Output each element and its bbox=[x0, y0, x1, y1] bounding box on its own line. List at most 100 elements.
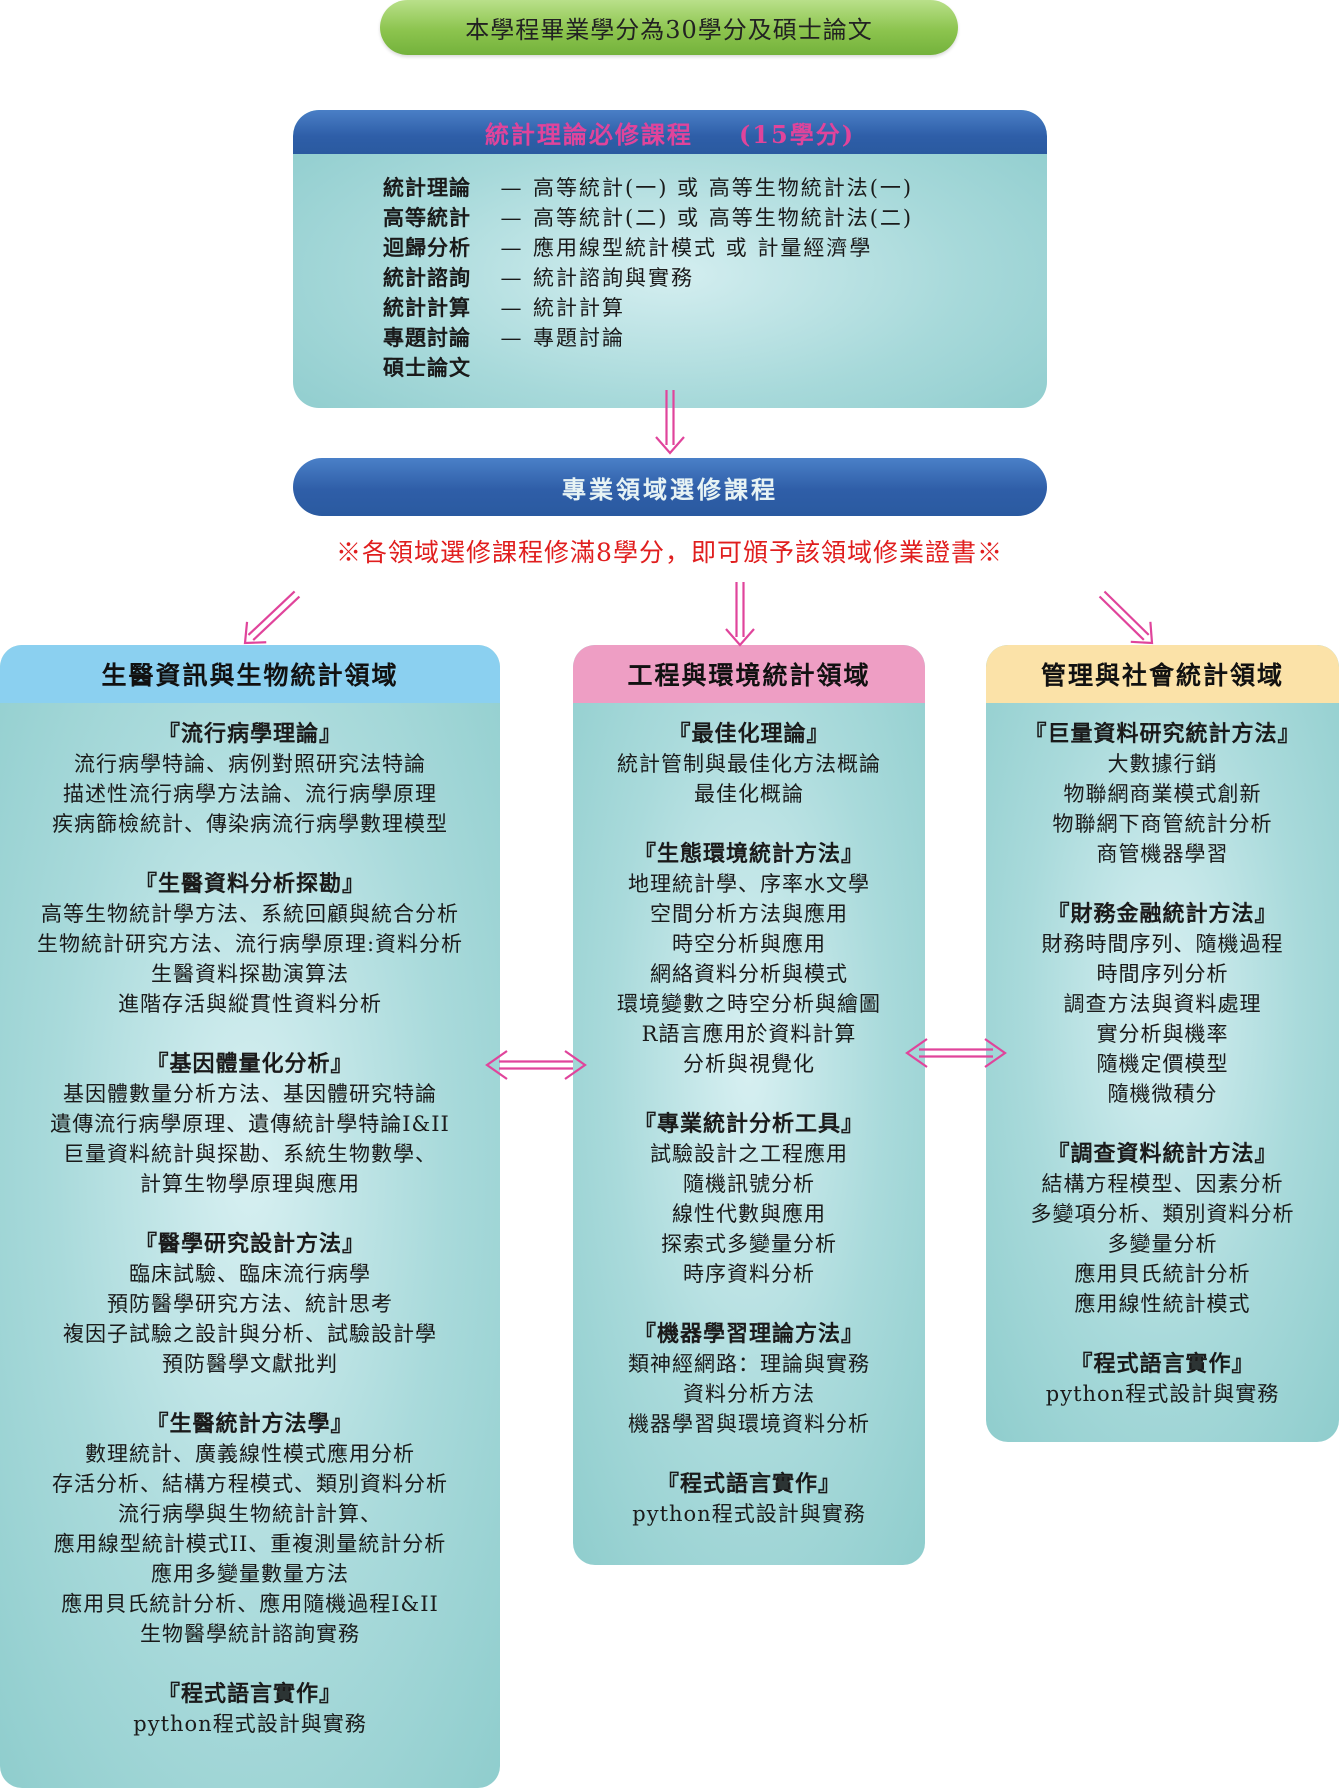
required-course-label: 高等統計 bbox=[383, 205, 471, 230]
required-course-dash: — bbox=[500, 206, 522, 230]
course-group: 『生醫統計方法學』數理統計、廣義線性模式應用分析存活分析、結構方程模式、類別資料… bbox=[0, 1409, 500, 1649]
course-item: 應用線性統計模式 bbox=[1074, 1292, 1251, 1316]
course-group-title: 『調查資料統計方法』 bbox=[1047, 1141, 1278, 1167]
course-group: 『生態環境統計方法』地理統計學、序率水文學空間分析方法與應用時空分析與應用網絡資… bbox=[573, 839, 925, 1079]
required-course-dash: — bbox=[500, 326, 522, 350]
course-item: 多變項分析、類別資料分析 bbox=[1030, 1202, 1295, 1226]
course-item: 網絡資料分析與模式 bbox=[650, 962, 848, 986]
down-arrow-engineering-head bbox=[725, 628, 755, 647]
domain-column-management: 管理與社會統計領域 『巨量資料研究統計方法』大數據行銷物聯網商業模式創新物聯網下… bbox=[986, 645, 1339, 1442]
course-group-title: 『生醫資料分析探勘』 bbox=[134, 871, 365, 897]
required-course-dash: — bbox=[500, 236, 522, 260]
arrow-to-management-shaft bbox=[1098, 595, 1145, 641]
domain-sections: 『最佳化理論』統計管制與最佳化方法概論最佳化概論『生態環境統計方法』地理統計學、… bbox=[573, 703, 925, 1529]
course-group-title: 『機器學習理論方法』 bbox=[633, 1321, 864, 1347]
course-group: 『機器學習理論方法』類神經網路：理論與實務資料分析方法機器學習與環境資料分析 bbox=[573, 1319, 925, 1439]
required-course-row: 統計諮詢—統計諮詢與實務 bbox=[383, 263, 913, 293]
course-item: 資料分析方法 bbox=[683, 1382, 815, 1406]
course-item: 生物統計研究方法、流行病學原理:資料分析 bbox=[36, 932, 464, 956]
course-item: 商管機器學習 bbox=[1096, 842, 1229, 866]
course-item: 基因體數量分析方法、基因體研究特論 bbox=[63, 1082, 437, 1106]
course-item: 疾病篩檢統計、傳染病流行病學數理模型 bbox=[52, 812, 448, 836]
course-item: 探索式多變量分析 bbox=[661, 1232, 837, 1256]
domain-header: 管理與社會統計領域 bbox=[986, 645, 1339, 703]
required-course-label: 統計諮詢 bbox=[383, 265, 471, 290]
domain-header: 生醫資訊與生物統計領域 bbox=[0, 645, 500, 703]
course-item: 實分析與機率 bbox=[1096, 1022, 1229, 1046]
course-item: 隨機微積分 bbox=[1107, 1082, 1218, 1106]
course-item: 生醫資料探勘演算法 bbox=[151, 962, 349, 986]
required-course-row: 迴歸分析 — 應用線型統計模式 或 計量經濟學 bbox=[383, 233, 913, 263]
course-group-title: 『流行病學理論』 bbox=[157, 721, 342, 747]
course-item: 流行病學與生物統計計算、 bbox=[118, 1502, 382, 1526]
course-item: python程式設計與實務 bbox=[1045, 1382, 1280, 1406]
course-item: 遺傳流行病學原理、遺傳統計學特論I&II bbox=[50, 1112, 450, 1136]
course-group: 『基因體量化分析』基因體數量分析方法、基因體研究特論遺傳流行病學原理、遺傳統計學… bbox=[0, 1049, 500, 1199]
course-item: 進階存活與縱貫性資料分析 bbox=[118, 992, 382, 1016]
domain-column-biomedical: 生醫資訊與生物統計領域 『流行病學理論』流行病學特論、病例對照研究法特論描述性流… bbox=[0, 645, 500, 1788]
course-group: 『巨量資料研究統計方法』大數據行銷物聯網商業模式創新物聯網下商管統計分析商管機器… bbox=[986, 719, 1339, 869]
required-course-value: 應用線型統計模式 或 計量經濟學 bbox=[533, 236, 873, 260]
course-item: 大數據行銷 bbox=[1107, 752, 1218, 776]
required-course-value: 統計計算 bbox=[533, 296, 625, 320]
course-group-title: 『醫學研究設計方法』 bbox=[134, 1231, 365, 1257]
course-item: 類神經網路：理論與實務 bbox=[628, 1352, 870, 1376]
course-group-title: 『財務金融統計方法』 bbox=[1047, 901, 1278, 927]
course-item: 隨機定價模型 bbox=[1096, 1052, 1229, 1076]
required-course-value: 高等統計(二) 或 高等生物統計法(二) bbox=[533, 206, 914, 230]
course-item: 生物醫學統計諮詢實務 bbox=[140, 1622, 360, 1646]
course-group: 『程式語言實作』python程式設計與實務 bbox=[573, 1469, 925, 1529]
course-group: 『醫學研究設計方法』臨床試驗、臨床流行病學預防醫學研究方法、統計思考複因子試驗之… bbox=[0, 1229, 500, 1379]
course-item: 預防醫學研究方法、統計思考 bbox=[107, 1292, 393, 1316]
course-item: 計算生物學原理與應用 bbox=[140, 1172, 360, 1196]
course-item: 物聯網商業模式創新 bbox=[1063, 782, 1262, 806]
course-group-title: 『生態環境統計方法』 bbox=[633, 841, 864, 867]
required-course-label: 統計計算 bbox=[383, 295, 471, 320]
arrow-to-management-head bbox=[1130, 621, 1154, 645]
course-group: 『流行病學理論』流行病學特論、病例對照研究法特論描述性流行病學方法論、流行病學原… bbox=[0, 719, 500, 839]
course-item: 多變量分析 bbox=[1107, 1232, 1218, 1256]
required-course-row: 專題討論 — 專題討論 bbox=[383, 323, 913, 353]
graduation-requirement-text: 本學程畢業學分為30學分及碩士論文 bbox=[465, 16, 873, 44]
course-item: 巨量資料統計與探勘、系統生物數學、 bbox=[63, 1142, 437, 1166]
arrow-to-biomedical-shaft bbox=[247, 590, 296, 636]
course-group-title: 『最佳化理論』 bbox=[668, 721, 830, 747]
course-group: 『程式語言實作』 python程式設計與實務 bbox=[986, 1349, 1339, 1409]
course-item: python程式設計與實務 bbox=[133, 1712, 367, 1736]
course-item: 應用貝氏統計分析、應用隨機過程I&II bbox=[61, 1592, 439, 1616]
course-item: 最佳化概論 bbox=[694, 782, 804, 806]
course-group: 『程式語言實作』python程式設計與實務 bbox=[0, 1679, 500, 1739]
required-courses-header: 統計理論必修課程 (15學分) bbox=[293, 110, 1047, 154]
course-item: 隨機訊號分析 bbox=[683, 1172, 815, 1196]
course-item: 應用貝氏統計分析 bbox=[1074, 1262, 1251, 1286]
course-group-title: 『基因體量化分析』 bbox=[146, 1051, 354, 1077]
course-group: 『生醫資料分析探勘』高等生物統計學方法、系統回顧與統合分析生物統計研究方法、流行… bbox=[0, 869, 500, 1019]
required-courses-box: 統計理論必修課程 (15學分) 統計理論—高等統計(一) 或 高等生物統計法(一… bbox=[293, 110, 1047, 408]
required-course-label: 迴歸分析 bbox=[383, 235, 471, 260]
course-item: 空間分析方法與應用 bbox=[650, 902, 848, 926]
course-item: 調查方法與資料處理 bbox=[1063, 992, 1262, 1016]
elective-courses-title: 專業領域選修課程 bbox=[562, 474, 778, 504]
course-item: python程式設計與實務 bbox=[632, 1502, 866, 1526]
course-group: 『最佳化理論』統計管制與最佳化方法概論最佳化概論 bbox=[573, 719, 925, 809]
course-item: 時空分析與應用 bbox=[672, 932, 826, 956]
domain-header: 工程與環境統計領域 bbox=[573, 645, 925, 703]
required-course-label: 專題討論 bbox=[383, 325, 471, 350]
required-courses-title: 統計理論必修課程 bbox=[484, 119, 693, 149]
domain-sections: 『流行病學理論』流行病學特論、病例對照研究法特論描述性流行病學方法論、流行病學原… bbox=[0, 703, 500, 1739]
course-item: 時序資料分析 bbox=[683, 1262, 815, 1286]
graduation-requirement-banner: 本學程畢業學分為30學分及碩士論文 bbox=[380, 0, 958, 55]
course-group-title: 『專業統計分析工具』 bbox=[633, 1111, 864, 1137]
course-item: 流行病學特論、病例對照研究法特論 bbox=[74, 752, 426, 776]
course-item: 複因子試驗之設計與分析、試驗設計學 bbox=[63, 1322, 437, 1346]
course-item: 預防醫學文獻批判 bbox=[162, 1352, 338, 1376]
course-item: 高等生物統計學方法、系統回顧與統合分析 bbox=[41, 902, 459, 926]
required-course-label: 碩士論文 bbox=[383, 355, 471, 380]
course-item: 臨床試驗、臨床流行病學 bbox=[129, 1262, 371, 1286]
required-course-value: 專題討論 bbox=[533, 326, 625, 350]
required-course-dash: — bbox=[500, 266, 522, 290]
course-group-title: 『程式語言實作』 bbox=[1070, 1351, 1255, 1377]
course-item: 試驗設計之工程應用 bbox=[650, 1142, 848, 1166]
required-course-dash: — bbox=[500, 176, 522, 200]
required-course-row: 統計理論—高等統計(一) 或 高等生物統計法(一) bbox=[383, 173, 913, 203]
